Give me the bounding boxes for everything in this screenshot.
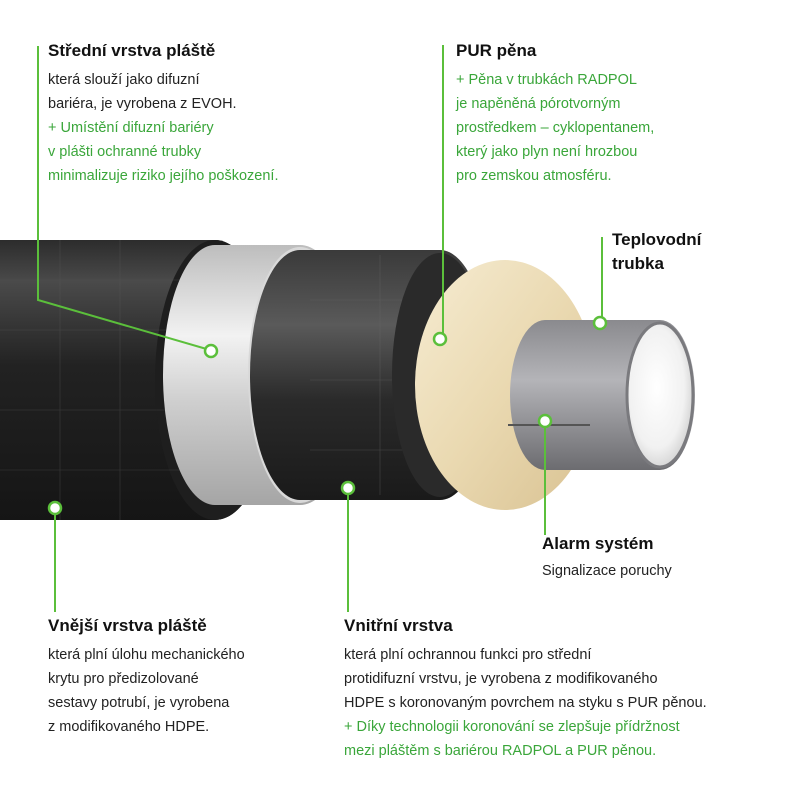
leader-lines [37, 45, 603, 612]
callout-title: Střední vrstva pláště [48, 41, 216, 60]
callout-text-line: která slouží jako difuzní [48, 72, 200, 88]
callout-note-line: v plášti ochranné trubky [48, 144, 202, 160]
marker-alarm [537, 413, 553, 429]
callout-note-line: který jako plyn není hrozbou [456, 144, 638, 160]
callout-note-line: + Umístění difuzní bariéry [48, 120, 214, 136]
callout-text-line: která plní ochrannou funkci pro střední [344, 647, 592, 663]
callout-outer-layer: Vnější vrstva pláště která plní úlohu me… [48, 615, 245, 739]
callout-text-line: protidifuzní vrstvu, je vyrobena z modif… [344, 671, 658, 687]
marker-inner-layer [340, 480, 356, 496]
callout-note-line: pro zemskou atmosféru. [456, 168, 612, 184]
callout-text-line: sestavy potrubí, je vyrobena [48, 695, 230, 711]
callout-text-line: z modifikovaného HDPE. [48, 719, 210, 735]
callout-note-line: mezi pláštěm s bariérou RADPOL a PUR pěn… [344, 743, 657, 759]
callout-text-line: krytu pro předizolované [48, 671, 199, 687]
callout-text-line: bariéra, je vyrobena z EVOH. [48, 96, 237, 112]
callout-note-line: + Pěna v trubkách RADPOL [456, 72, 637, 88]
marker-middle-layer [203, 343, 219, 359]
callout-note-line: minimalizuje riziko jejího poškození. [48, 168, 279, 184]
callout-text-line: která plní úlohu mechanického [48, 647, 245, 663]
steel-pipe-bore [625, 321, 695, 469]
callout-title: Vnitřní vrstva [344, 616, 453, 635]
callout-text-line: Signalizace poruchy [542, 563, 672, 579]
callout-title: Vnější vrstva pláště [48, 616, 207, 635]
callout-inner-layer: Vnitřní vrstva která plní ochrannou funk… [344, 615, 707, 763]
callout-text-line: HDPE s koronovaným povrchem na styku s P… [344, 695, 707, 711]
callout-title-line: trubka [612, 254, 664, 273]
callout-title: Alarm systém [542, 534, 654, 553]
marker-pur-foam [432, 331, 448, 347]
callout-heating-pipe: Teplovodní trubka [612, 229, 701, 275]
callout-pur-foam: PUR pěna + Pěna v trubkách RADPOL je nap… [456, 40, 654, 188]
marker-heating-pipe [592, 315, 608, 331]
callout-title: PUR pěna [456, 41, 537, 60]
jacket-texture [0, 240, 200, 520]
callout-note-line: + Díky technologii koronování se zlepšuj… [344, 719, 680, 735]
callout-note-line: prostředkem – cyklopentanem, [456, 120, 655, 136]
callout-title-line: Teplovodní [612, 230, 702, 249]
callout-middle-layer: Střední vrstva pláště která slouží jako … [48, 40, 279, 188]
marker-outer-layer [47, 500, 63, 516]
callout-note-line: je napěněná pórotvorným [456, 96, 621, 112]
callout-alarm: Alarm systém Signalizace poruchy [542, 533, 672, 583]
